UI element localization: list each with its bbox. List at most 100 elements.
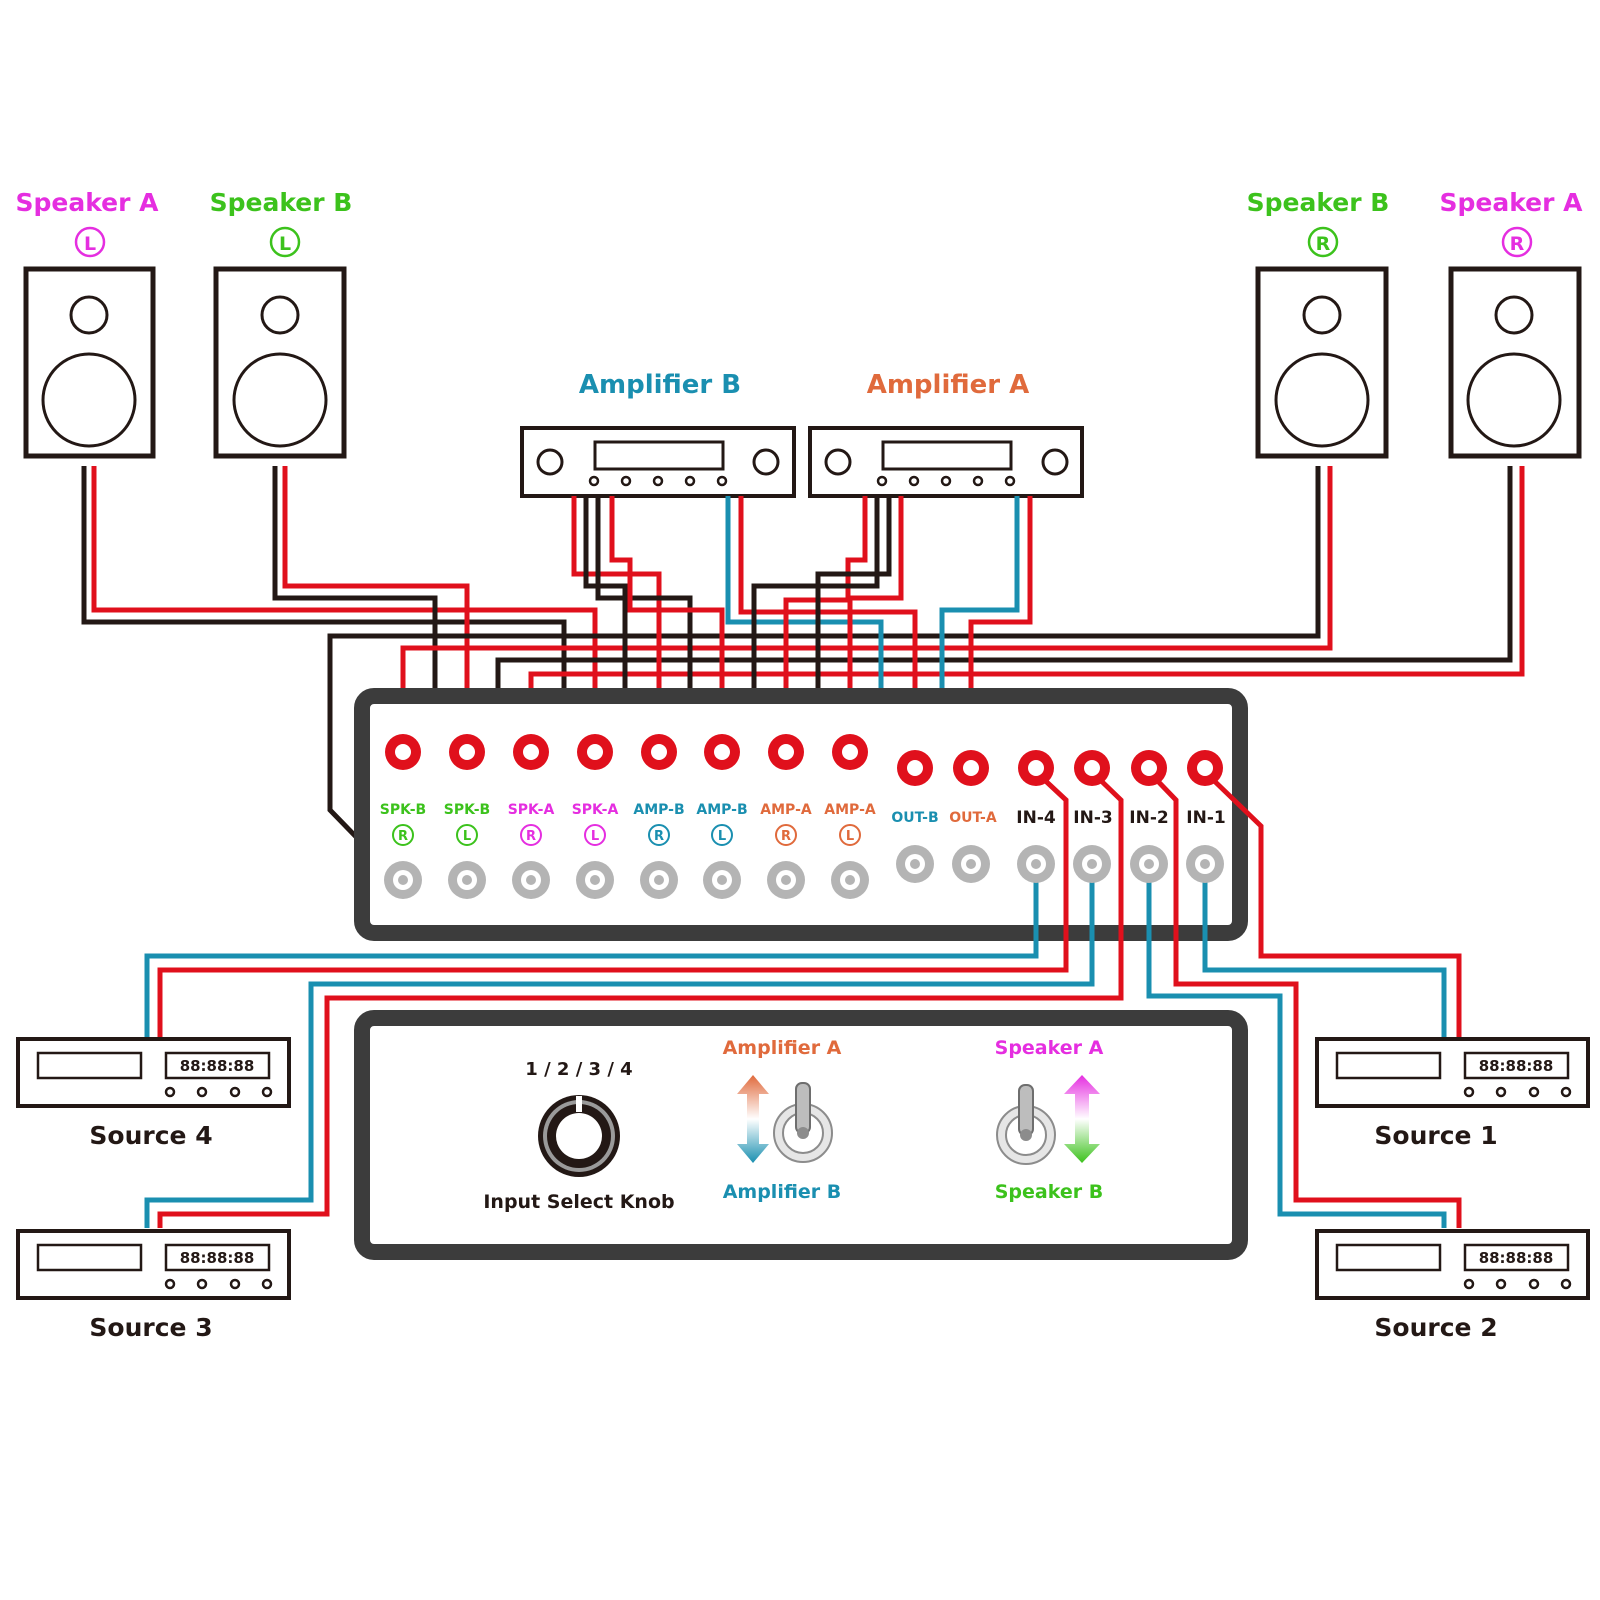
source-buttons-icon xyxy=(164,1278,273,1290)
speaker-a-right-label: Speaker A xyxy=(1439,188,1583,217)
amp-knob-icon xyxy=(824,448,852,476)
gray-jack-in-2[interactable] xyxy=(1130,845,1168,883)
woofer-icon xyxy=(1274,352,1370,448)
gray-jack-spk-b-right[interactable] xyxy=(384,861,422,899)
channel-badge-icon xyxy=(584,824,606,846)
gray-jack-out-b[interactable] xyxy=(896,845,934,883)
jack-channel-spk-a-right: R xyxy=(526,829,536,844)
gray-jack-spk-b-left[interactable] xyxy=(448,861,486,899)
speaker-a-left-label: Speaker A xyxy=(15,188,159,217)
jack-label-amp-b-right: AMP-B xyxy=(633,802,684,818)
cable-amp-b-left-red xyxy=(609,496,725,752)
speaker-cabinet-icon xyxy=(23,266,156,459)
source-buttons-icon xyxy=(164,1086,273,1098)
source-1: 88:88:88 Source 1 xyxy=(1315,1037,1590,1150)
red-jack-in-3[interactable] xyxy=(1074,750,1110,786)
speaker-switch-up-label: Speaker A xyxy=(995,1037,1104,1059)
jack-label-out-a: OUT-A xyxy=(949,810,997,826)
red-jack-in-2[interactable] xyxy=(1131,750,1167,786)
gray-jack-amp-a-right[interactable] xyxy=(767,861,805,899)
channel-badge-icon xyxy=(648,824,670,846)
red-jack-amp-a-left[interactable] xyxy=(832,734,868,770)
jack-label-spk-a-right: SPK-A xyxy=(508,802,555,818)
clock-display-frame xyxy=(164,1243,271,1272)
red-jack-spk-a-right[interactable] xyxy=(513,734,549,770)
red-jack-spk-b-left[interactable] xyxy=(449,734,485,770)
jack-labels: SPK-B SPK-B SPK-A SPK-A AMP-B AMP-B AMP-… xyxy=(380,802,1226,828)
source-buttons-icon xyxy=(1463,1086,1572,1098)
cable-source-2-teal xyxy=(1146,862,1447,1228)
jack-label-amp-a-right: AMP-A xyxy=(760,802,812,818)
red-jack-amp-b-left[interactable] xyxy=(704,734,740,770)
source-3-display: 88:88:88 xyxy=(180,1249,255,1267)
amplifier-a-label: Amplifier A xyxy=(867,370,1030,400)
jack-label-in-1: IN-1 xyxy=(1186,808,1225,828)
gray-jack-in-1[interactable] xyxy=(1186,845,1224,883)
jack-label-spk-b-left: SPK-B xyxy=(444,802,490,818)
jack-channel-amp-b-left: L xyxy=(718,829,726,844)
jack-label-in-3: IN-3 xyxy=(1073,808,1112,828)
red-jack-amp-b-right[interactable] xyxy=(641,734,677,770)
gray-jack-in-4[interactable] xyxy=(1017,845,1055,883)
cable-source-4-red xyxy=(157,770,1069,1038)
amp-buttons-icon xyxy=(588,475,728,487)
speaker-toggle-switch[interactable] xyxy=(996,1084,1056,1165)
gray-jack-out-a[interactable] xyxy=(952,845,990,883)
knob-positions-label: 1 / 2 / 3 / 4 xyxy=(525,1059,632,1080)
gray-jack-spk-a-right[interactable] xyxy=(512,861,550,899)
input-select-knob[interactable] xyxy=(538,1095,620,1177)
source-2-display: 88:88:88 xyxy=(1479,1249,1554,1267)
gray-jack-amp-b-left[interactable] xyxy=(703,861,741,899)
red-jack-out-a[interactable] xyxy=(953,750,989,786)
source-2-label: Source 2 xyxy=(1374,1313,1497,1342)
jack-label-in-2: IN-2 xyxy=(1129,808,1168,828)
amplifier-chassis-icon xyxy=(520,426,796,498)
cable-source-3-red xyxy=(157,770,1124,1228)
speaker-switch-down-label: Speaker B xyxy=(995,1181,1103,1203)
speaker-a-left: Speaker A L xyxy=(15,188,159,459)
jack-label-amp-b-left: AMP-B xyxy=(696,802,747,818)
red-jack-out-b[interactable] xyxy=(897,750,933,786)
jack-channel-amp-b-right: R xyxy=(654,829,664,844)
knob-label: Input Select Knob xyxy=(483,1191,674,1213)
jack-label-spk-b-right: SPK-B xyxy=(380,802,426,818)
amp-display-icon xyxy=(881,440,1013,471)
source-cables xyxy=(144,770,1462,1228)
red-jack-spk-b-right[interactable] xyxy=(385,734,421,770)
gray-jack-spk-a-left[interactable] xyxy=(576,861,614,899)
tweeter-icon xyxy=(1302,295,1342,335)
red-jack-spk-a-left[interactable] xyxy=(577,734,613,770)
amplifier-b: Amplifier B xyxy=(520,370,796,498)
red-jack-in-4[interactable] xyxy=(1018,750,1054,786)
gray-jack-in-3[interactable] xyxy=(1073,845,1111,883)
amp-buttons-icon xyxy=(876,475,1016,487)
source-4-display: 88:88:88 xyxy=(180,1057,255,1075)
tweeter-icon xyxy=(69,295,109,335)
speaker-cabinet-icon xyxy=(1448,266,1582,459)
amp-toggle-switch[interactable] xyxy=(773,1082,833,1163)
tweeter-icon xyxy=(1494,295,1534,335)
source-buttons-icon xyxy=(1463,1278,1572,1290)
speaker-cabinet-icon xyxy=(213,266,347,459)
disc-slot-icon xyxy=(1335,1243,1442,1272)
red-jack-amp-a-right[interactable] xyxy=(768,734,804,770)
source-4-label: Source 4 xyxy=(89,1121,212,1150)
source-4: 88:88:88 Source 4 xyxy=(16,1037,291,1150)
gray-jack-amp-b-right[interactable] xyxy=(640,861,678,899)
woofer-icon xyxy=(41,352,137,448)
gray-jack-amp-a-left[interactable] xyxy=(831,861,869,899)
knob-pointer-icon xyxy=(576,1096,582,1112)
amplifier-b-label: Amplifier B xyxy=(579,370,741,400)
control-panel: 1 / 2 / 3 / 4 Input Select Knob Amplifie… xyxy=(354,1010,1248,1260)
clock-display-frame xyxy=(164,1051,271,1080)
red-jack-row xyxy=(385,734,1223,786)
amplifier-a: Amplifier A xyxy=(808,370,1084,498)
speaker-b-left-channel: L xyxy=(279,233,291,255)
channel-badge-icon xyxy=(456,824,478,846)
amplifier-chassis-icon xyxy=(808,426,1084,498)
disc-slot-icon xyxy=(36,1243,143,1272)
source-device-icon xyxy=(16,1229,291,1300)
red-jack-in-1[interactable] xyxy=(1187,750,1223,786)
cable-amp-a-left-red xyxy=(847,496,904,752)
